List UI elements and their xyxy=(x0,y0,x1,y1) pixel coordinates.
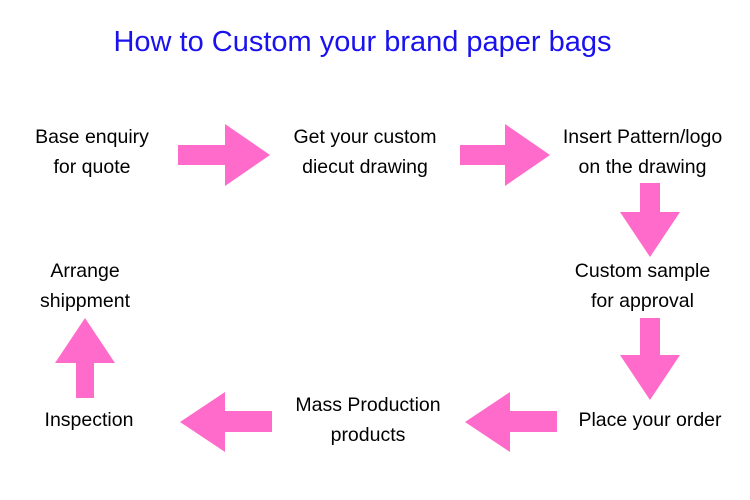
step-place-order: Place your order xyxy=(560,405,740,435)
step-label-line2: for approval xyxy=(591,290,694,312)
step-label-line1: Get your custom xyxy=(293,126,437,148)
step-mass-production: Mass Production products xyxy=(278,390,458,450)
step-diecut-drawing: Get your custom diecut drawing xyxy=(275,122,455,182)
step-label-line2: on the drawing xyxy=(578,156,707,178)
step-custom-sample: Custom sample for approval xyxy=(550,256,735,316)
step-label-line1: Base enquiry xyxy=(35,126,149,148)
step-label-line2: for quote xyxy=(53,156,131,178)
step-label-line1: Custom sample xyxy=(574,260,711,282)
step-insert-pattern: Insert Pattern/logo on the drawing xyxy=(545,122,740,182)
arrow-right-icon xyxy=(460,124,550,186)
arrow-left-icon xyxy=(465,392,557,452)
diagram-title: How to Custom your brand paper bags xyxy=(113,26,612,58)
step-label-line1: Mass Production xyxy=(295,394,441,416)
step-label-line1: Place your order xyxy=(578,409,722,431)
arrow-up-icon xyxy=(55,318,115,398)
step-arrange-shipment: Arrange shippment xyxy=(15,256,155,316)
step-label-line1: Inspection xyxy=(44,409,134,431)
arrow-left-icon xyxy=(180,392,272,452)
step-label-line1: Arrange xyxy=(50,260,120,282)
step-label-line2: diecut drawing xyxy=(302,156,428,178)
step-label-line2: shippment xyxy=(40,290,130,312)
step-label-line2: products xyxy=(330,424,406,446)
arrow-down-icon xyxy=(620,183,680,257)
step-inspection: Inspection xyxy=(19,405,159,435)
arrow-down-icon xyxy=(620,318,680,400)
arrow-right-icon xyxy=(178,124,270,186)
step-base-enquiry: Base enquiry for quote xyxy=(12,122,172,182)
step-label-line1: Insert Pattern/logo xyxy=(562,126,723,148)
